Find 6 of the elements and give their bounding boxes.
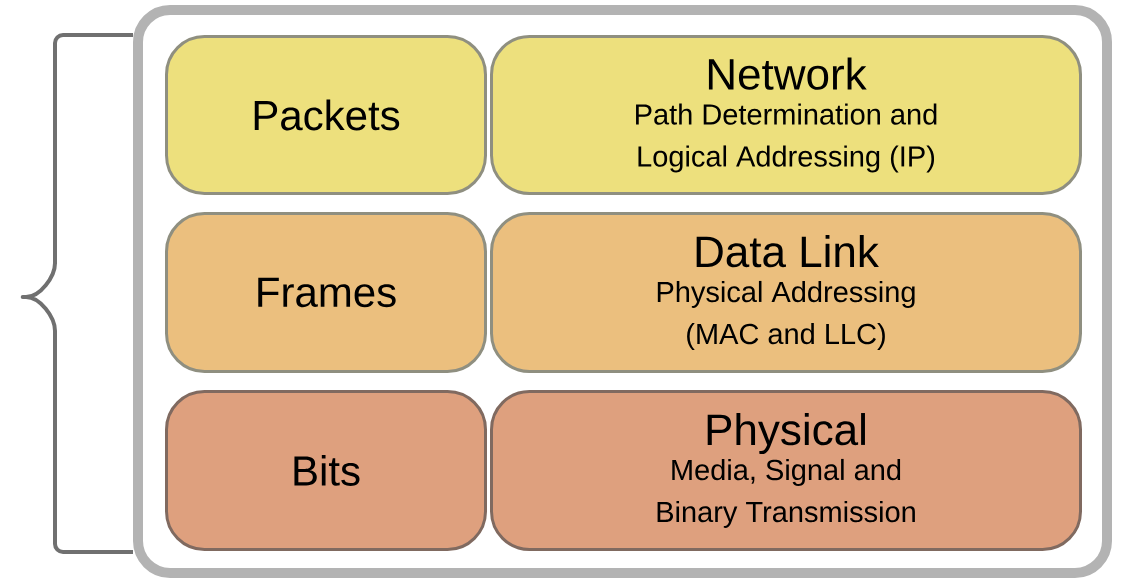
layer-box: Frames: [165, 212, 487, 373]
layer-box: Packets: [165, 35, 487, 195]
layer-box: Physical Media, Signal and Binary Transmission: [490, 390, 1082, 551]
layer-box: Bits: [165, 390, 487, 551]
layer-box: Network Path Determination and Logical Addressing (IP): [490, 35, 1082, 195]
layer-box: Data Link Physical Addressing (MAC and LLC): [490, 212, 1082, 373]
